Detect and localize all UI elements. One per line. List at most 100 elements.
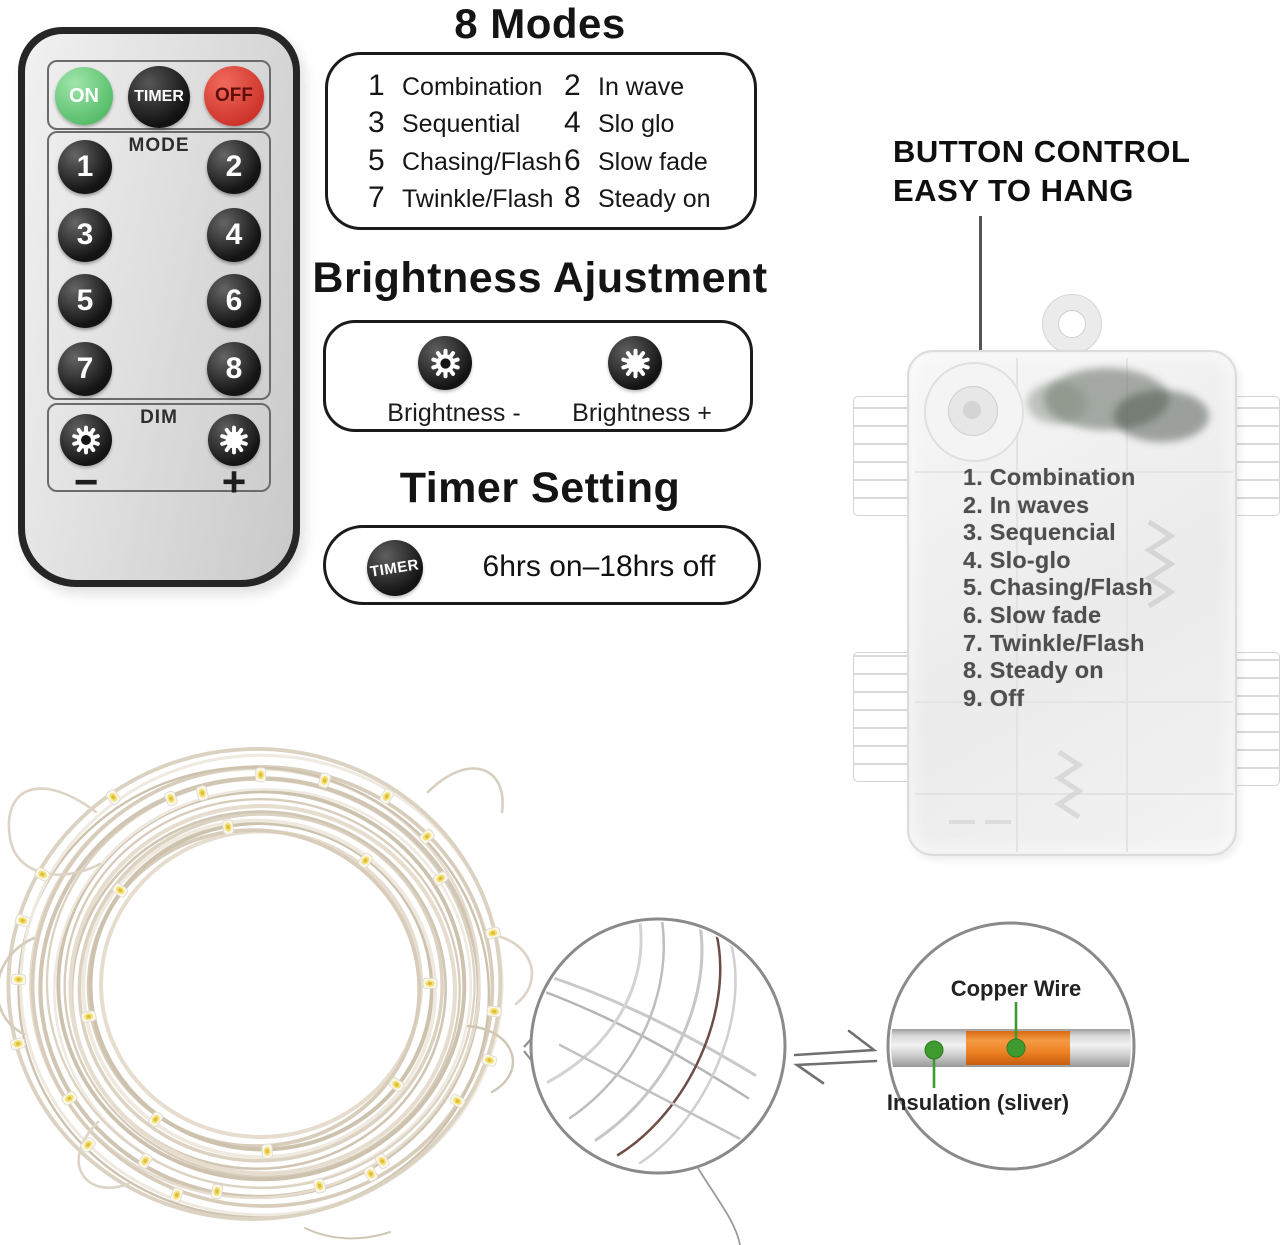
battery-box-clip-left-top — [853, 396, 913, 516]
remote-mode-button-5: 5 — [58, 274, 112, 328]
battery-mode-item: 8. Steady on — [963, 657, 1104, 684]
hanging-loop-hole — [1058, 310, 1086, 338]
battery-heading-line2: EASY TO HANG — [893, 173, 1134, 208]
bottom-artwork — [0, 747, 1136, 1245]
mode-item-number: 6 — [564, 143, 581, 177]
mode-item: 4 Slo glo — [544, 106, 760, 142]
mode-item-label: Chasing/Flash — [402, 147, 562, 176]
remote-power-panel: ON TIMER OFF — [47, 60, 271, 130]
modes-box: 1 Combination 2 In wave 3 Sequential 4 Slo g… — [325, 52, 757, 230]
remote-mode-button-8: 8 — [207, 342, 261, 396]
mode-item-label: In wave — [598, 73, 685, 101]
battery-mode-item: 5. Chasing/Flash — [963, 574, 1153, 601]
battery-box-mode-button-ring — [948, 386, 998, 436]
string-lights-stray-loops — [0, 767, 534, 1240]
remote-dim-label: DIM — [140, 407, 178, 428]
mode-item-number: 1 — [368, 69, 385, 102]
circuit-board — [1027, 382, 1087, 424]
brightness-minus-button — [418, 336, 472, 390]
mode-item: 6 Slow fade — [544, 144, 760, 180]
dim-plus-sign: + — [221, 458, 247, 505]
mode-item: 1 Combination — [328, 69, 544, 105]
mode-item-label: Slow fade — [598, 147, 708, 176]
battery-mode-item: 2. In waves — [963, 491, 1090, 518]
remote-off-button: OFF — [204, 66, 264, 126]
battery-box: 1. Combination 2. In waves 3. Sequencial… — [907, 350, 1237, 856]
exchange-arrow-icon — [793, 1029, 878, 1085]
battery-mode-list: 1. Combination 2. In waves 3. Sequencial… — [963, 464, 1153, 712]
brightness-minus-label: Brightness - — [387, 399, 521, 427]
mode-item-number: 8 — [564, 180, 581, 214]
insulation-label: Insulation (sliver) — [886, 1090, 1070, 1115]
battery-mode-item: 4. Slo-glo — [963, 546, 1071, 573]
battery-box-mode-button-core — [963, 401, 981, 419]
timer-setting-box: TIMER 6hrs on–18hrs off — [323, 525, 761, 605]
pointer-line — [979, 216, 982, 352]
remote-brightness-plus-button — [208, 414, 260, 466]
remote-body: ON TIMER OFF MODE 1 2 3 4 5 6 7 8 DIM — [25, 34, 293, 580]
battery-box-clip-right-top — [1231, 396, 1280, 516]
hanging-loop — [1042, 294, 1102, 354]
brightness-plus-label: Brightness + — [572, 399, 712, 427]
battery-box-interior-art — [915, 358, 1233, 852]
mode-item: 5 Chasing/Flash — [328, 143, 562, 180]
copper-wire-label: Copper Wire — [950, 976, 1082, 1001]
string-lights-coil — [6, 747, 504, 1221]
mode-item-number: 3 — [368, 106, 385, 140]
mode-item: 8 Steady on — [544, 181, 760, 217]
insulation-dot — [924, 1040, 944, 1060]
dim-minus-sign: − — [73, 458, 99, 505]
sun-minus-icon — [69, 423, 103, 457]
mode-item-label: Sequential — [402, 110, 521, 139]
remote-mode-label: MODE — [128, 135, 190, 156]
modes-title: 8 Modes — [454, 0, 626, 47]
timer-description: 6hrs on–18hrs off — [482, 550, 716, 583]
mode-item: 2 In wave — [544, 69, 760, 105]
copper-dot — [1006, 1038, 1026, 1058]
timer-button: TIMER — [367, 540, 423, 596]
battery-box-mode-button — [924, 362, 1024, 462]
sun-plus-icon — [618, 346, 653, 381]
mode-item-number: 7 — [368, 180, 385, 214]
remote-control: ON TIMER OFF MODE 1 2 3 4 5 6 7 8 DIM — [18, 27, 300, 587]
battery-mode-item: 3. Sequencial — [963, 519, 1116, 546]
brightness-title: Brightness Ajustment — [312, 254, 768, 302]
mode-item-label: Combination — [402, 73, 543, 101]
mode-item-number: 5 — [368, 143, 385, 177]
wire-tail — [697, 1167, 741, 1245]
remote-timer-button: TIMER — [128, 66, 190, 128]
brightness-box: Brightness - Brightness + — [323, 320, 753, 432]
magnified-wires — [538, 922, 757, 1165]
remote-dim-panel: DIM − + — [47, 403, 271, 503]
wire-magnifier-circle — [529, 917, 787, 1175]
remote-on-button: ON — [55, 67, 113, 125]
remote-mode-button-7: 7 — [58, 342, 112, 396]
remote-mode-button-4: 4 — [207, 208, 261, 262]
battery-box-heading: BUTTON CONTROL EASY TO HANG — [893, 132, 1190, 210]
mode-item: 7 Twinkle/Flash — [328, 180, 553, 217]
timer-title: Timer Setting — [399, 464, 681, 512]
battery-mode-item: 9. Off — [963, 684, 1025, 711]
timer-button-label: TIMER — [369, 555, 421, 581]
remote-mode-panel: MODE 1 2 3 4 5 6 7 8 — [47, 131, 271, 400]
mode-item-number: 4 — [564, 106, 581, 140]
mode-item-number: 2 — [564, 69, 581, 102]
led-lights — [10, 767, 502, 1203]
circuit-board — [1114, 390, 1209, 442]
wire-cross-section-circle — [886, 921, 1136, 1171]
brightness-plus-button — [608, 336, 662, 390]
remote-mode-button-1: 1 — [58, 140, 112, 194]
sun-plus-icon — [217, 423, 251, 457]
battery-heading-line1: BUTTON CONTROL — [893, 134, 1191, 169]
battery-mode-item: 6. Slow fade — [963, 601, 1102, 628]
remote-mode-button-2: 2 — [207, 140, 261, 194]
remote-mode-button-6: 6 — [207, 274, 261, 328]
mode-item: 3 Sequential — [328, 106, 544, 142]
battery-mode-item: 1. Combination — [963, 464, 1136, 490]
mode-item-label: Slo glo — [598, 110, 675, 139]
remote-brightness-minus-button — [60, 414, 112, 466]
remote-mode-button-3: 3 — [58, 208, 112, 262]
mode-item-label: Twinkle/Flash — [402, 184, 554, 213]
mode-item-label: Steady on — [598, 184, 711, 213]
